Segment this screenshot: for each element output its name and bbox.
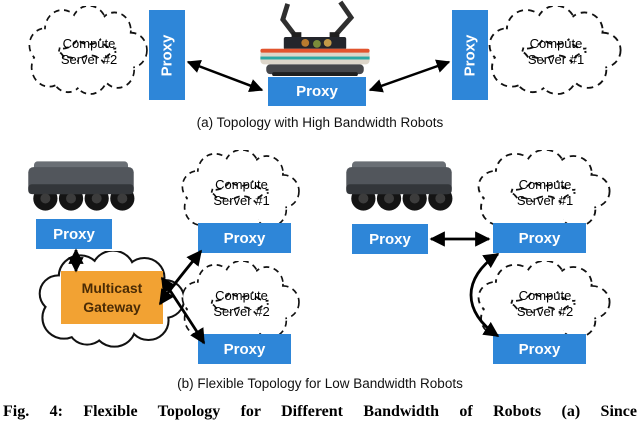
cloud-text-line1: Compute — [215, 176, 268, 192]
gateway-label-line2: Gateway — [83, 298, 141, 315]
cloud-text-line2: Server #1 — [516, 193, 574, 208]
multicast-gateway-box: Multicast Gateway — [61, 271, 163, 324]
proxy-label: Proxy — [296, 83, 338, 100]
cloud-compute-server-1-b-right: Compute Server #1 — [477, 150, 613, 236]
rover-robot-icon — [28, 161, 135, 211]
rover-robot-image-right — [342, 146, 456, 216]
proxy-box-b-right-robot: Proxy — [352, 224, 428, 254]
robot-arm-icon — [260, 0, 370, 77]
proxy-label: Proxy — [223, 340, 266, 358]
proxy-label: Proxy — [369, 230, 411, 248]
proxy-box-b-right-server1: Proxy — [493, 223, 586, 253]
caption-panel-a: (a) Topology with High Bandwidth Robots — [196, 115, 444, 130]
proxy-label: Proxy — [518, 340, 561, 358]
cloud-compute-server-1-a: Compute Server #1 — [488, 6, 624, 98]
proxy-label: Proxy — [518, 229, 561, 247]
cloud-text-line2: Server #2 — [213, 304, 270, 319]
cloud-label: Compute Server #2 — [477, 261, 613, 347]
cloud-text-line2: Server #2 — [60, 52, 118, 67]
manipulator-robot-image — [237, 0, 393, 78]
cloud-compute-server-2-a: Compute Server #2 — [28, 6, 150, 98]
figure-caption: Fig. 4: Flexible Topology for Different … — [3, 403, 637, 420]
cloud-label: Compute Server #2 — [28, 6, 150, 98]
rover-robot-icon — [346, 161, 453, 211]
proxy-label: Proxy — [223, 229, 266, 247]
cloud-label: Compute Server #1 — [477, 150, 613, 236]
proxy-label: Proxy — [158, 34, 176, 76]
cloud-compute-server-2-b-right: Compute Server #2 — [477, 261, 613, 347]
proxy-box-a-center: Proxy — [268, 77, 366, 106]
cloud-label: Compute Server #2 — [181, 261, 302, 347]
cloud-label: Compute Server #1 — [488, 6, 624, 98]
proxy-box-a-left: Proxy — [149, 10, 185, 100]
proxy-box-b-left-robot: Proxy — [36, 219, 112, 249]
cloud-text-line1: Compute — [62, 35, 116, 51]
cloud-compute-server-1-b-left: Compute Server #1 — [181, 150, 302, 236]
gateway-label-line1: Multicast — [81, 280, 143, 297]
cloud-text-line2: Server #1 — [527, 52, 585, 67]
proxy-box-b-left-server1: Proxy — [198, 223, 291, 253]
cloud-compute-server-2-b-left: Compute Server #2 — [181, 261, 302, 347]
proxy-box-b-left-server2: Proxy — [198, 334, 291, 364]
cloud-text-line2: Server #1 — [213, 193, 270, 208]
cloud-text-line2: Server #2 — [516, 304, 574, 319]
rover-robot-image-left — [24, 146, 138, 216]
proxy-box-a-right: Proxy — [452, 10, 488, 100]
proxy-label: Proxy — [461, 34, 479, 76]
cloud-label: Compute Server #1 — [181, 150, 302, 236]
cloud-text-line1: Compute — [215, 287, 268, 303]
proxy-label: Proxy — [53, 225, 95, 243]
cloud-text-line1: Compute — [518, 176, 572, 192]
proxy-box-b-right-server2: Proxy — [493, 334, 586, 364]
cloud-text-line1: Compute — [529, 35, 583, 51]
caption-panel-b: (b) Flexible Topology for Low Bandwidth … — [177, 376, 463, 391]
cloud-text-line1: Compute — [518, 287, 572, 303]
